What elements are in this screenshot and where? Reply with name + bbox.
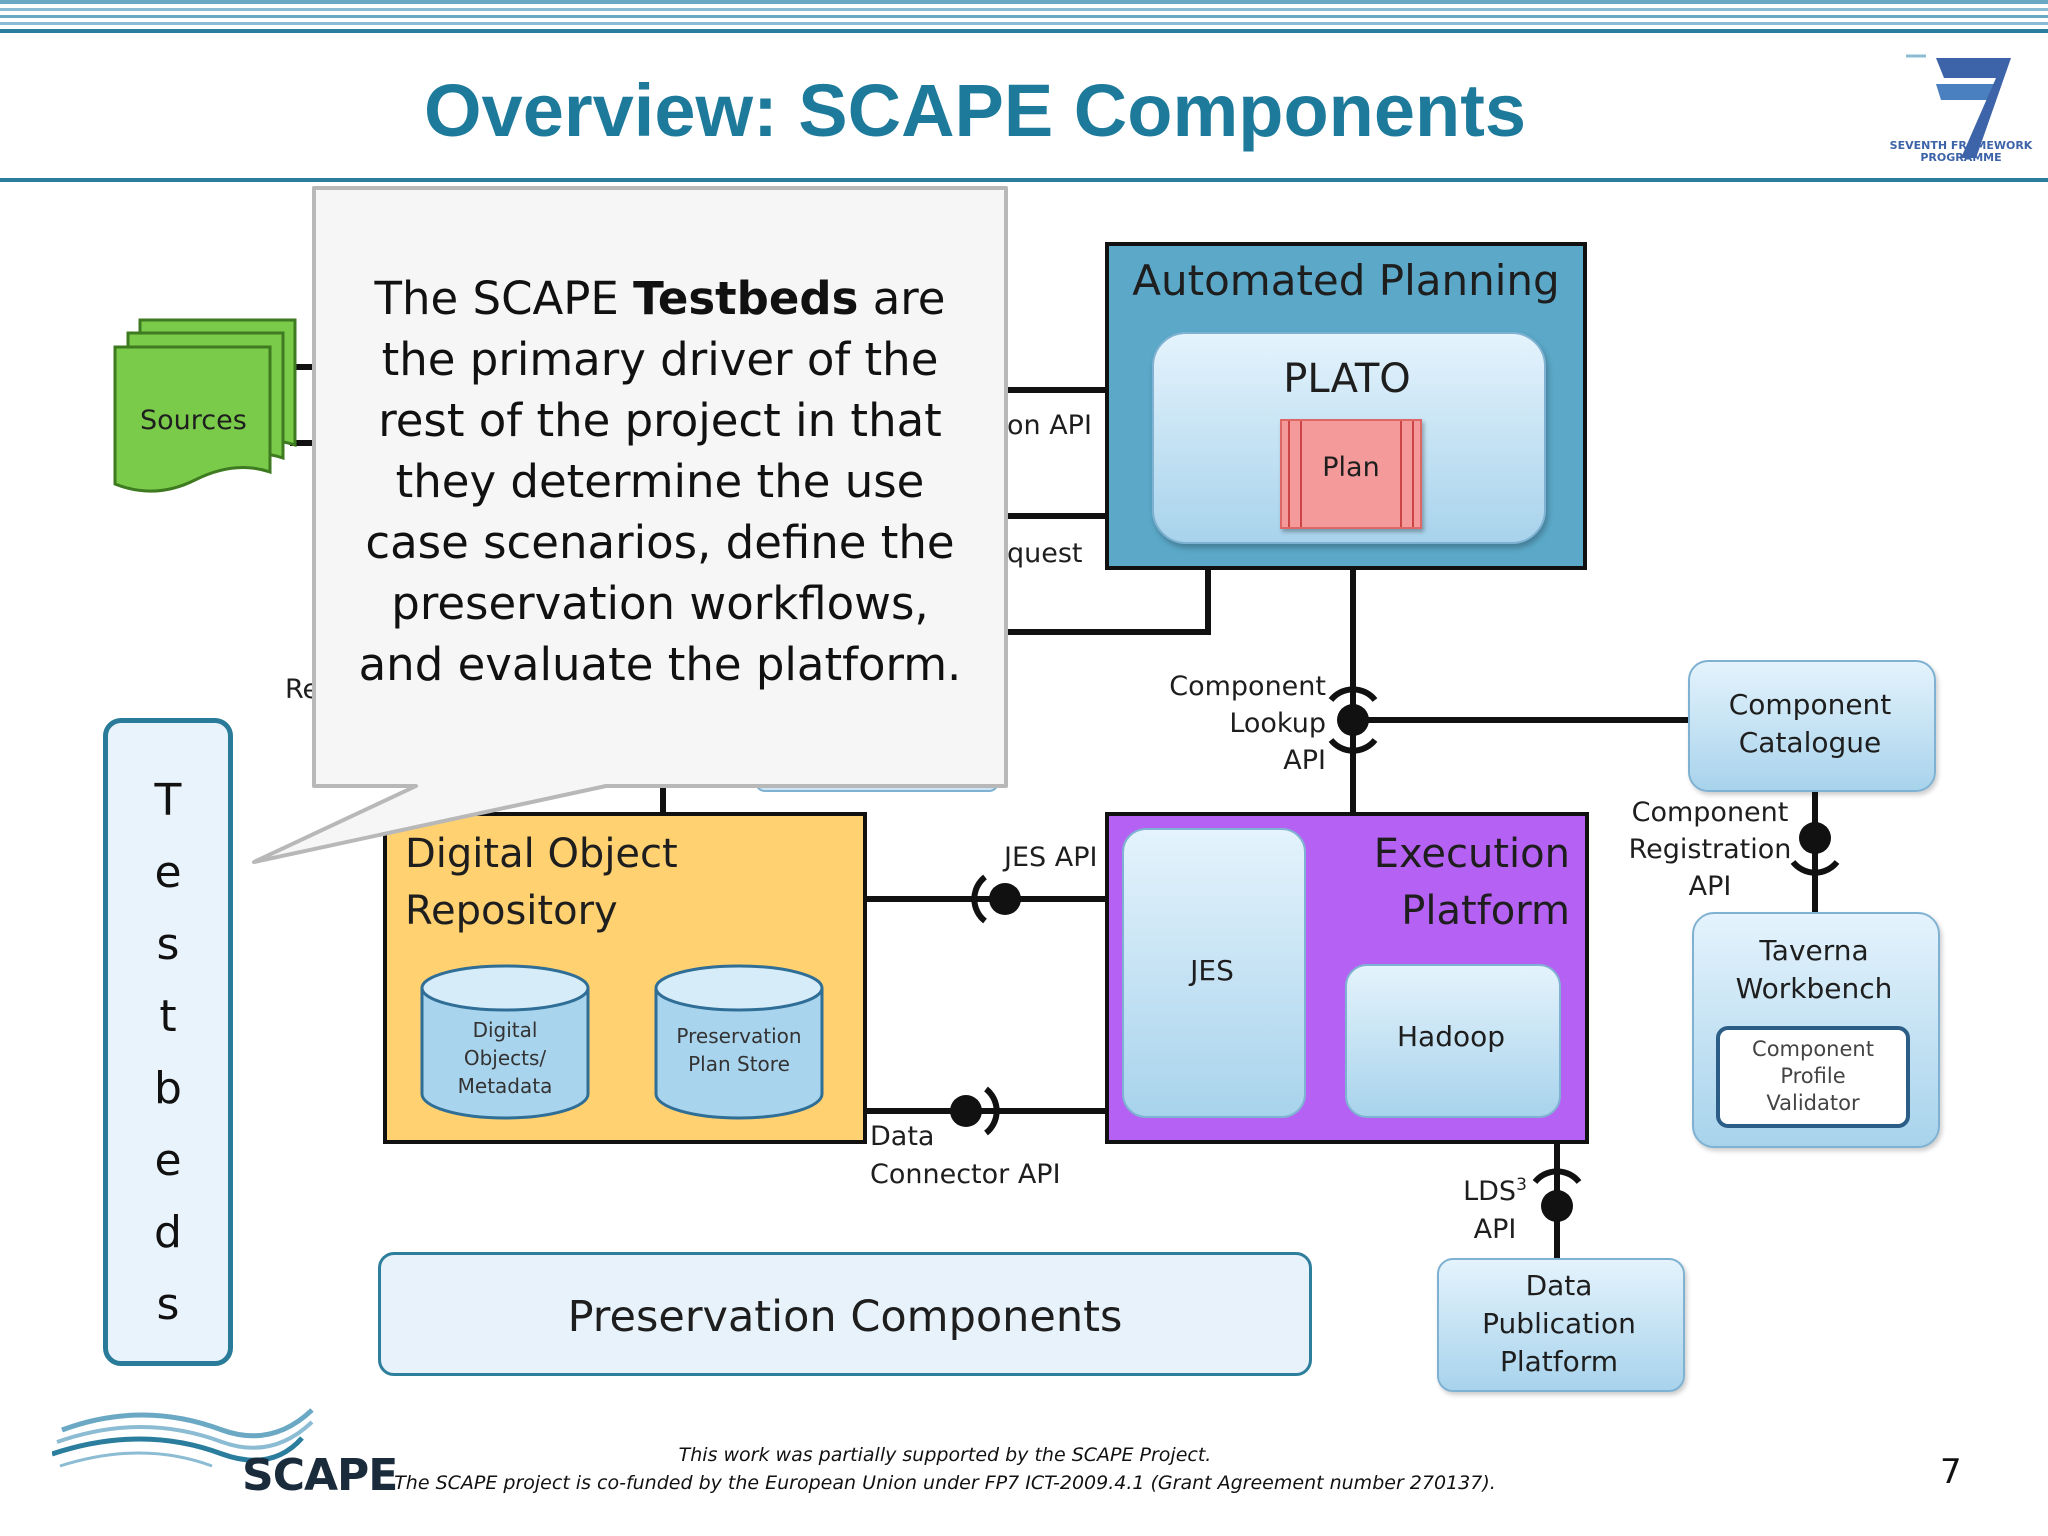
callout-bold-testbeds: Testbeds (633, 272, 859, 325)
label-line: Lookup (1229, 708, 1326, 739)
label-line: Platform (1401, 888, 1570, 934)
scape-logo (52, 1408, 314, 1468)
testbeds-letter: e (154, 847, 182, 898)
testbeds-letter: s (156, 919, 180, 970)
hadoop-box (1345, 964, 1561, 1118)
jes-box (1122, 828, 1306, 1118)
label-line: Taverna (1759, 934, 1869, 967)
digital-objects-label: Digital Objects/ Metadata (418, 1016, 592, 1100)
label-line: Objects/ (463, 1046, 547, 1070)
digital-objects-database-icon (420, 964, 590, 1120)
data-publication-platform-label: Data Publication Platform (1437, 1267, 1681, 1381)
label-line: API (1688, 871, 1732, 902)
label-line: Validator (1766, 1091, 1860, 1115)
label-line: Component (1752, 1037, 1874, 1061)
component-profile-validator-label: Component Profile Validator (1716, 1036, 1910, 1117)
plan-label: Plan (1322, 452, 1380, 483)
label-line: API (1283, 745, 1326, 776)
component-catalogue-label: Component Catalogue (1688, 686, 1932, 762)
label-line: Workbench (1735, 972, 1893, 1005)
hadoop-label: Hadoop (1396, 1020, 1506, 1053)
label-line: Repository (405, 888, 618, 934)
label-line: Digital (472, 1018, 538, 1042)
jes-label: JES (1190, 954, 1234, 987)
testbeds-callout-bubble (252, 186, 1008, 864)
preservation-plan-store-database-icon (654, 964, 824, 1120)
testbeds-letter: t (159, 991, 177, 1042)
preservation-components-label: Preservation Components (567, 1292, 1123, 1342)
label-line: Component (1728, 688, 1892, 721)
label-line: Connector API (870, 1159, 1061, 1190)
label-line: Publication (1482, 1307, 1636, 1340)
label-line: LDS (1463, 1176, 1517, 1207)
callout-text-part: The SCAPE (374, 272, 634, 325)
plan-box (1280, 419, 1422, 529)
header-stripes (0, 0, 2048, 33)
testbeds-letter: s (156, 1279, 180, 1330)
label-line: API (1473, 1214, 1517, 1245)
component-lookup-api-label: Component Lookup API (1120, 668, 1326, 779)
scape-logo-text: SCAPE (242, 1450, 398, 1501)
label-line: Data (870, 1121, 935, 1152)
slide-title: Overview: SCAPE Components (423, 69, 1526, 152)
partial-api-label: on API (1007, 410, 1092, 441)
callout-text-part: are the primary driver of the rest of th… (358, 272, 962, 691)
digital-object-repository-label: Digital Object Repository (405, 826, 678, 940)
label-line: Data (1525, 1269, 1593, 1302)
label-line: Registration (1628, 834, 1792, 865)
testbeds-letter: e (154, 1135, 182, 1186)
label-line: Digital Object (405, 831, 678, 877)
jes-api-label: JES API (1004, 842, 1098, 873)
label-line: Preservation (676, 1024, 802, 1048)
preservation-components-box (378, 1252, 1312, 1376)
automated-planning-label: Automated Planning (1132, 256, 1560, 305)
label-line: Component (1169, 671, 1326, 702)
testbeds-box: T e s t b e d s (103, 718, 233, 1366)
testbeds-letter: d (154, 1207, 182, 1258)
fp7-text-line: SEVENTH FRAMEWORK (1889, 139, 2033, 152)
component-profile-validator-box (1716, 1026, 1910, 1128)
data-publication-platform-box (1437, 1258, 1685, 1392)
page-number: 7 (1940, 1452, 1962, 1492)
testbeds-letter: T (154, 775, 182, 826)
component-catalogue-box (1688, 660, 1936, 792)
data-connector-api-label: Data Connector API (870, 1118, 1061, 1194)
label-line: Plan Store (688, 1052, 790, 1076)
callout-text: The SCAPE Testbeds are the primary drive… (350, 268, 970, 695)
footer-line-1: This work was partially supported by the… (678, 1444, 1212, 1466)
label-line: Metadata (457, 1074, 553, 1098)
label-line: Platform (1499, 1345, 1619, 1378)
sources-document-icon (113, 318, 297, 493)
superscript: 3 (1516, 1175, 1527, 1195)
execution-platform-label: Execution Platform (1300, 826, 1570, 940)
fp7-logo (1906, 54, 2011, 158)
lds3-api-label: LDS3 API (1450, 1166, 1540, 1249)
fp7-text-line: PROGRAMME (1920, 151, 2002, 164)
partial-request-label: quest (1007, 538, 1083, 569)
testbeds-letter: b (154, 1063, 182, 1114)
fp7-logo-text: SEVENTH FRAMEWORK PROGRAMME (1886, 140, 2036, 164)
label-line: Profile (1780, 1064, 1846, 1088)
preservation-plan-store-label: Preservation Plan Store (652, 1022, 826, 1078)
plato-label: PLATO (1283, 356, 1411, 402)
label-line: Catalogue (1738, 726, 1882, 759)
footer-line-2: The SCAPE project is co-funded by the Eu… (394, 1472, 1496, 1494)
sources-label: Sources (140, 405, 247, 436)
taverna-workbench-label: Taverna Workbench (1692, 932, 1936, 1008)
label-line: Component (1631, 797, 1789, 828)
label-line: Execution (1373, 831, 1570, 877)
title-rule (0, 178, 2048, 182)
component-registration-api-label: Component Registration API (1610, 794, 1810, 905)
